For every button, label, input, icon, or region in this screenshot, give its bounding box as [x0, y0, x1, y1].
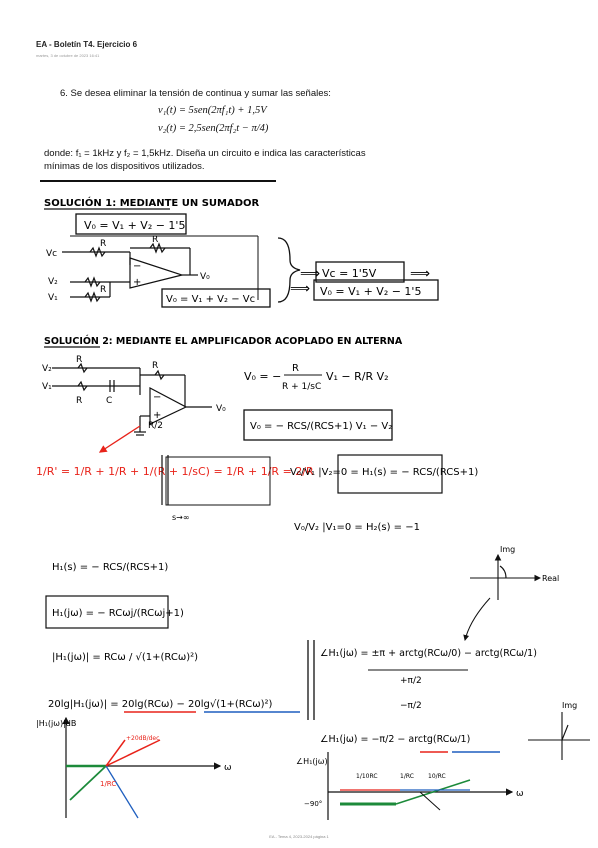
svg-text:+20dB/dec: +20dB/dec: [126, 735, 159, 742]
solution1-circuit-eq: V₀ = V₁ + V₂ − Vc: [166, 294, 255, 305]
svg-text:V₂: V₂: [42, 364, 52, 374]
svg-text:R: R: [100, 239, 106, 249]
svg-text:R: R: [76, 355, 82, 365]
svg-text:R: R: [292, 363, 299, 374]
phase-eq-2: ∠H₁(jω) = −π/2 − arctg(RCω/1): [320, 734, 470, 745]
svg-text:ω: ω: [516, 789, 524, 799]
solution2-box-eq: V₀ = − RCS/(RCS+1) V₁ − V₂: [250, 421, 392, 432]
page-date: martes, 3 de octubre de 2023 16:41: [36, 53, 100, 58]
svg-text:+π/2: +π/2: [400, 676, 422, 686]
parallel-resistance-eq: 1/R' = 1/R + 1/R + 1/(R + 1/sC) = 1/R + …: [36, 465, 314, 478]
svg-text:R: R: [152, 235, 158, 245]
svg-text:+: +: [133, 277, 141, 288]
solution1-final-eq: V₀ = V₁ + V₂ − 1'5: [320, 285, 421, 298]
equation-v1: v₁(t) = 5sen(2πf₁t) + 1,5V: [158, 105, 267, 116]
svg-text:Img: Img: [562, 701, 577, 710]
solution1-title: SOLUCIÓN 1: MEDIANTE UN SUMADOR: [44, 196, 260, 209]
svg-text:C: C: [106, 396, 112, 406]
svg-text:Img: Img: [500, 545, 515, 554]
svg-text:R: R: [152, 361, 158, 371]
svg-text:1/RC: 1/RC: [100, 780, 116, 788]
svg-text:Real: Real: [542, 574, 559, 583]
svg-text:H₁(s) = − RCS/(RCS+1): H₁(s) = − RCS/(RCS+1): [52, 562, 168, 573]
solution2-title: SOLUCIÓN 2: MEDIANTE EL AMPLIFICADOR ACO…: [44, 335, 403, 347]
svg-text:R: R: [76, 396, 82, 406]
complex-plane-sketch: [470, 553, 542, 600]
svg-text:V₂: V₂: [48, 277, 58, 287]
svg-text:∠H₁(jω): ∠H₁(jω): [296, 757, 328, 766]
svg-text:⟹: ⟹: [410, 266, 430, 282]
page-footer: EA - Tema 4, 2023-2024 página 1: [269, 834, 329, 839]
svg-text:R + 1/sC: R + 1/sC: [282, 382, 321, 392]
page-title: EA - Boletín T4. Ejercicio 6: [36, 40, 138, 49]
svg-text:⟹: ⟹: [300, 266, 320, 282]
svg-text:−: −: [133, 261, 141, 272]
svg-text:V₀ = −: V₀ = −: [244, 370, 281, 383]
svg-text:−π/2: −π/2: [400, 701, 422, 711]
bode-phase-plot: [327, 752, 514, 820]
problem-statement: 6. Se desea eliminar la tensión de conti…: [60, 88, 331, 99]
bode-magnitude-plot: [62, 716, 222, 819]
svg-text:⟹: ⟹: [290, 281, 310, 297]
h1-jw-eq: H₁(jω) = − RCωj/(RCωj+1): [52, 608, 184, 619]
svg-text:s→∞: s→∞: [172, 513, 190, 522]
summing-circuit: [62, 242, 198, 303]
svg-text:V₁ − R/R V₂: V₁ − R/R V₂: [326, 370, 389, 383]
svg-text:1/RC: 1/RC: [400, 773, 414, 780]
svg-text:R/2: R/2: [148, 421, 163, 431]
svg-text:V₀: V₀: [200, 272, 210, 282]
svg-text:−90°: −90°: [304, 800, 322, 808]
h1-transfer-eq: V₀/V₁ |V₂=0 = H₁(s) = − RCS/(RCS+1): [290, 467, 478, 478]
svg-text:Vc: Vc: [46, 249, 57, 259]
svg-text:ω: ω: [224, 763, 232, 773]
solution1-box: [75, 213, 187, 235]
svg-text:V₁: V₁: [48, 293, 58, 303]
svg-text:−: −: [153, 392, 161, 403]
h2-transfer-eq: V₀/V₂ |V₁=0 = H₂(s) = −1: [294, 522, 420, 533]
ac-coupled-circuit: [52, 362, 212, 436]
problem-donde: donde: f₁ = 1kHz y f₂ = 1,5kHz. Diseña u…: [44, 148, 366, 172]
svg-text:R: R: [100, 285, 106, 295]
svg-text:V₁: V₁: [42, 382, 52, 392]
magnitude-eq: |H₁(jω)| = RCω / √(1+(RCω)²): [52, 652, 198, 663]
phase-eq-1: ∠H₁(jω) = ±π + arctg(RCω/0) − arctg(RCω/…: [320, 648, 537, 659]
equation-v2: v₂(t) = 2,5sen(2πf₂t − π/4): [158, 123, 269, 134]
svg-text:10/RC: 10/RC: [428, 773, 446, 780]
svg-text:1/10RC: 1/10RC: [356, 773, 378, 780]
svg-text:+: +: [153, 410, 161, 421]
vc-result: Vc = 1'5V: [322, 267, 377, 280]
solution1-box-eq: V₀ = V₁ + V₂ − 1'5: [84, 219, 185, 232]
svg-text:|H₁(jω)|dB: |H₁(jω)|dB: [36, 719, 76, 728]
db-eq: 20lg|H₁(jω)| = 20lg(RCω) − 20lg√(1+(RCω)…: [48, 699, 272, 710]
svg-text:V₀: V₀: [216, 404, 226, 414]
